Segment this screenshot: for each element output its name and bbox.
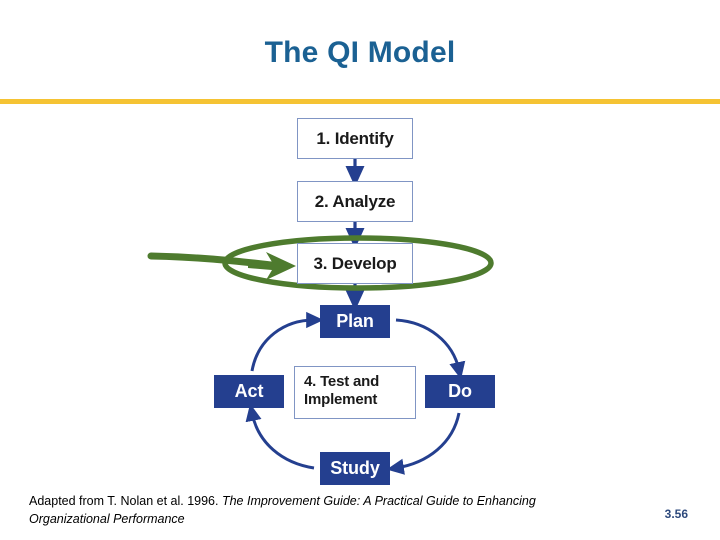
citation-prefix: Adapted from T. Nolan et al. 1996.: [29, 494, 222, 508]
arc-study-to-act: [245, 403, 315, 470]
page-title: The QI Model: [264, 36, 456, 69]
step-box-analyze[interactable]: 2. Analyze: [297, 181, 413, 222]
test-box-line-2: Implement: [304, 391, 378, 409]
citation-work-title: The Improvement Guide: A Practical Guide…: [29, 494, 536, 526]
slide-number: 3.56: [664, 507, 688, 521]
pdsa-node-plan[interactable]: Plan: [320, 305, 390, 338]
pdsa-node-act[interactable]: Act: [214, 375, 284, 408]
pdsa-node-study[interactable]: Study: [320, 452, 390, 485]
source-citation: Adapted from T. Nolan et al. 1996. The I…: [29, 493, 619, 529]
test-box-line-1: 4. Test and: [304, 373, 380, 390]
annotation-arrow-head-icon: [248, 252, 296, 280]
title-divider-rule: [0, 99, 720, 104]
step-box-develop[interactable]: 3. Develop: [297, 243, 413, 284]
arc-plan-to-do: [395, 318, 466, 380]
arc-do-to-study: [386, 412, 461, 475]
arc-act-to-plan: [250, 311, 324, 372]
step-box-test-and-implement[interactable]: 4. Test and Implement: [294, 366, 416, 419]
pdsa-node-do[interactable]: Do: [425, 375, 495, 408]
step-box-identify[interactable]: 1. Identify: [297, 118, 413, 159]
